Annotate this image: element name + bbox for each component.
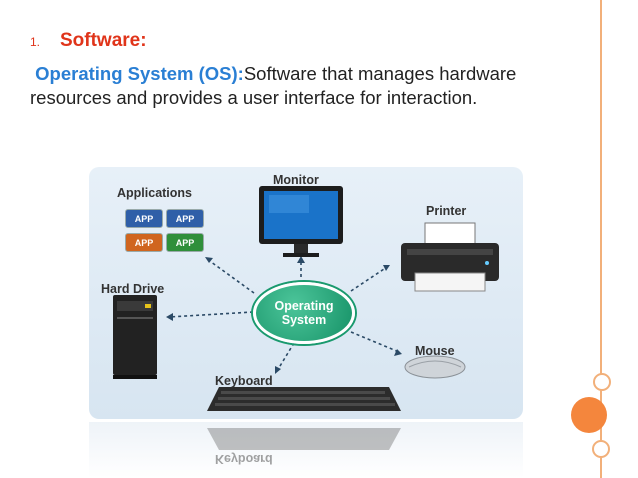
definition-paragraph: Operating System (OS):Software that mana… [30, 62, 570, 110]
app-tile-1: APP [125, 209, 163, 228]
label-applications: Applications [117, 186, 193, 200]
app-tile-3: APP [125, 233, 163, 252]
diagram-graphics [113, 186, 499, 411]
keyboard-reflection [207, 428, 401, 450]
hard-drive-icon [113, 295, 157, 379]
keyboard-icon [207, 387, 401, 411]
label-keyboard: Keyboard [215, 374, 273, 388]
arrow-hard-drive [168, 311, 254, 318]
term-label: Operating System (OS): [35, 63, 244, 84]
arrow-applications [206, 258, 255, 294]
monitor-icon [259, 186, 343, 257]
label-monitor: Monitor [273, 173, 319, 187]
list-number: 1. [30, 35, 41, 49]
reflection-label: Keyboard [215, 452, 273, 466]
decor-circle-accent [571, 397, 607, 433]
label-printer: Printer [426, 204, 467, 218]
diagram-arrows [168, 258, 400, 372]
decor-circle-bottom [592, 440, 610, 458]
os-node-line-2: System [281, 313, 327, 327]
mouse-icon [404, 355, 466, 379]
label-mouse: Mouse [415, 344, 455, 358]
app-tile-2: APP [166, 209, 204, 228]
arrow-printer [350, 266, 388, 292]
slide-right-rule [600, 0, 602, 478]
app-tile-4: APP [166, 233, 204, 252]
definition-text: Software that manages hardware resources… [30, 63, 517, 108]
printer-icon [401, 222, 499, 292]
decor-circle-small [593, 373, 611, 391]
heading-title: Software: [60, 30, 147, 51]
os-diagram: APP APP APP APP Applications Monitor Pri… [89, 167, 523, 419]
arrow-mouse [350, 331, 400, 353]
os-node: Operating System [253, 282, 355, 344]
arrow-keyboard [276, 342, 295, 372]
label-hard-drive: Hard Drive [101, 282, 165, 296]
slide-heading: 1. Software: [30, 30, 147, 52]
diagram-reflection: Keyboard [89, 422, 523, 478]
os-node-line-1: Operating [274, 299, 334, 313]
arrow-heads [166, 256, 402, 374]
